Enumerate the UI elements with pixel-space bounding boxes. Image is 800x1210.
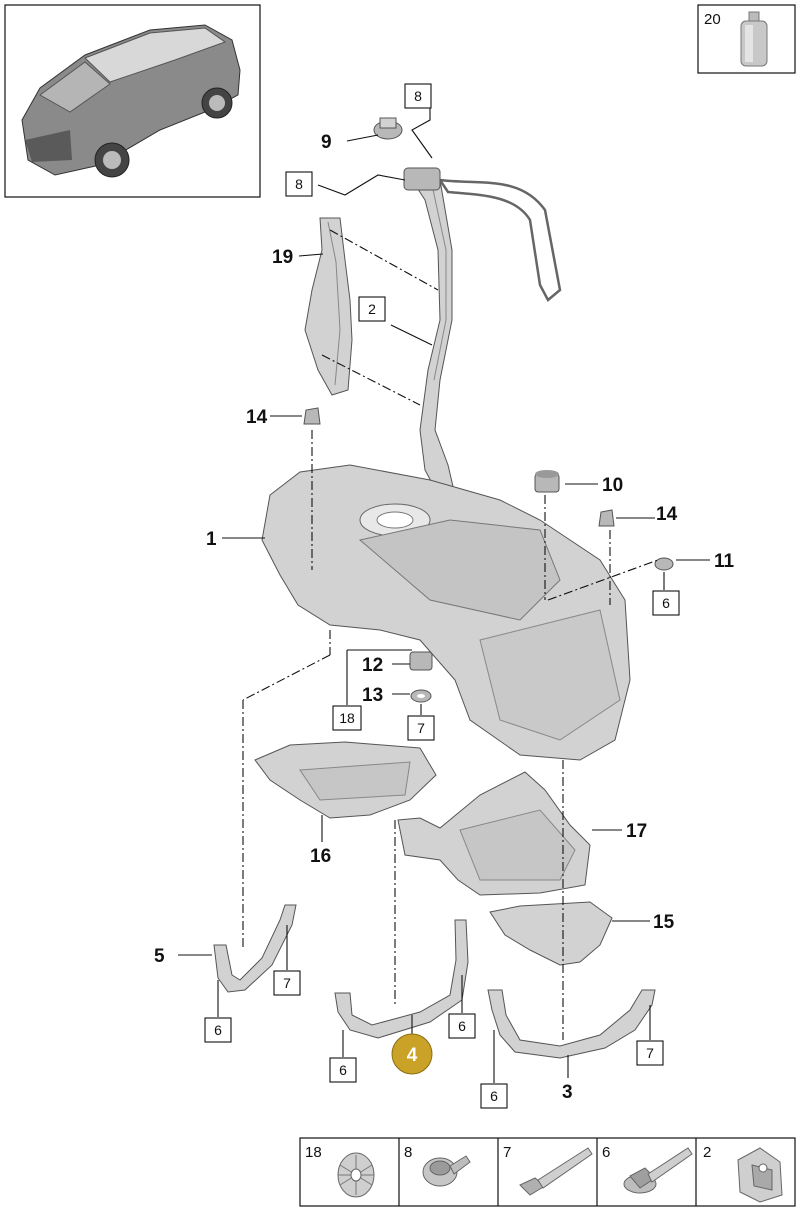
bracket-part-19 [304,217,353,396]
leader-lines [178,108,710,1083]
buffer-part-14-left [303,407,321,425]
boxed-ref-18: 18 [332,705,362,731]
svg-text:6: 6 [339,1062,347,1078]
tank-strap-part-3 [487,989,656,1059]
boxed-ref-8-top: 8 [404,83,432,109]
highlighted-callout-4[interactable]: 4 [391,1033,433,1075]
bottle-icon [740,11,768,67]
callout-11: 11 [714,551,735,572]
svg-text:18: 18 [339,710,355,726]
callout-1: 1 [206,529,217,550]
buffer-part-14-right [598,509,615,527]
fuel-tank-part-1 [261,464,631,761]
svg-text:2: 2 [368,301,376,317]
svg-text:7: 7 [646,1045,654,1061]
legend-cell-7: 7 [503,1144,593,1196]
callout-labels: 9 19 14 1 10 14 11 12 13 16 17 15 5 3 [154,132,735,1103]
callout-14: 14 [246,407,268,428]
svg-text:18: 18 [305,1144,322,1161]
svg-text:7: 7 [417,720,425,736]
flange-screw-icon [422,1155,471,1187]
legend-cell-2: 2 [703,1144,783,1203]
callout-10: 10 [602,475,623,496]
svg-text:7: 7 [503,1144,511,1161]
tank-strap-part-4 [334,919,469,1039]
filler-neck-part-2 [403,167,562,499]
callout-15: 15 [653,912,675,933]
callout-19: 19 [272,247,293,268]
rubber-mount-part-10 [534,470,560,493]
legend-cell-8: 8 [404,1144,471,1187]
svg-text:2: 2 [703,1144,711,1161]
inset-part-label: 20 [704,11,721,28]
bushing-part-12 [409,651,433,671]
callout-12: 12 [362,655,383,676]
svg-text:8: 8 [295,176,303,192]
hex-bolt-icon [519,1147,593,1196]
legend-cell-6: 6 [602,1144,693,1194]
hex-bolt-washer-icon [623,1147,693,1194]
vent-valve-part-9 [373,117,403,140]
svg-text:8: 8 [404,1144,412,1161]
boxed-ref-6-strap4-right: 6 [448,1013,476,1039]
legend-cell-18: 18 [305,1144,375,1198]
callout-9: 9 [321,132,332,153]
boxed-ref-7-mid: 7 [407,715,435,741]
boxed-references: 8 8 2 6 18 7 7 6 6 6 6 7 [204,83,680,1109]
boxed-ref-2: 2 [358,296,386,322]
tank-strap-part-5 [213,904,297,993]
heat-shield-part-15 [489,901,613,966]
svg-text:6: 6 [490,1088,498,1104]
callout-4: 4 [407,1045,418,1066]
boxed-ref-6-strap3: 6 [480,1083,508,1109]
boxed-ref-7-strap3: 7 [636,1040,664,1066]
boxed-ref-6-strap5: 6 [204,1017,232,1043]
callout-3: 3 [562,1082,573,1103]
boxed-ref-7-strap5: 7 [273,970,301,996]
nut-part-11 [654,557,674,571]
fastener-legend: 18 8 7 6 [299,1137,796,1207]
heat-shield-part-16 [254,741,437,819]
callout-13: 13 [362,685,383,706]
callout-14-right: 14 [656,504,678,525]
boxed-ref-8-left: 8 [285,171,313,197]
boxed-ref-6-right: 6 [652,590,680,616]
push-clip-icon [337,1152,375,1198]
heat-shield-part-17 [397,771,591,896]
svg-text:8: 8 [414,88,422,104]
callout-17: 17 [626,821,647,842]
suv-illustration [21,24,241,178]
svg-text:7: 7 [283,975,291,991]
washer-part-13 [410,689,432,703]
svg-text:6: 6 [458,1018,466,1034]
callout-5: 5 [154,946,165,967]
svg-text:6: 6 [214,1022,222,1038]
svg-text:6: 6 [662,595,670,611]
vehicle-thumbnail [4,4,261,198]
callout-16: 16 [310,846,331,867]
inset-part-20-box: 20 [697,4,796,74]
assembly-dashed-lines [242,229,659,1040]
boxed-ref-6-strap4-left: 6 [329,1057,357,1083]
svg-text:6: 6 [602,1144,610,1161]
clip-nut-icon [737,1147,783,1203]
